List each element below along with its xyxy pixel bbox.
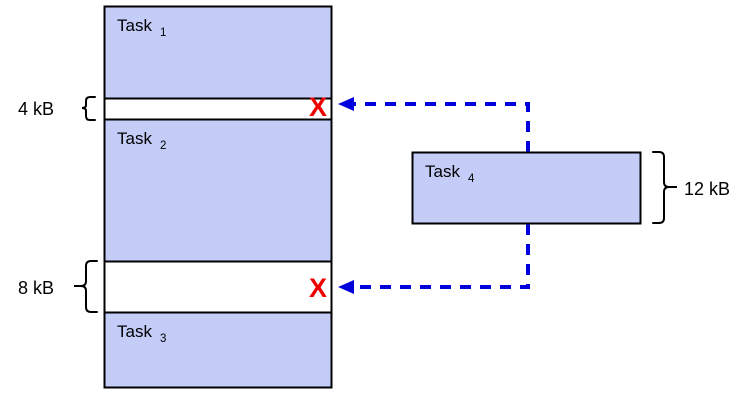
arrow-to-gap1-path — [348, 102, 530, 152]
task4-label: Task — [425, 162, 460, 181]
gap1-rect[interactable] — [103, 97, 333, 121]
gap1-size-label: 4 kB — [18, 99, 54, 119]
x-mark-gap2-icon: X — [309, 273, 327, 303]
task4-size-label: 12 kB — [684, 179, 730, 199]
task3-label: Task — [117, 322, 152, 341]
memory-block-task1[interactable]: Task 1 — [103, 5, 333, 100]
task2-subscript: 2 — [160, 140, 166, 152]
task3-rect[interactable] — [103, 311, 333, 389]
gap2-size-label: 8 kB — [18, 278, 54, 298]
task3-subscript: 3 — [160, 333, 166, 345]
task1-rect[interactable] — [103, 5, 333, 100]
memory-block-gap1[interactable] — [103, 97, 333, 121]
arrow-to-gap2-path — [348, 224, 530, 289]
x-mark-gap2: X — [309, 273, 327, 303]
task4-subscript: 4 — [468, 173, 475, 185]
gap1-size-annotation: 4 kB — [18, 96, 96, 121]
gap1-brace-icon — [81, 96, 96, 121]
arrow-to-gap2 — [338, 224, 530, 294]
task1-subscript: 1 — [160, 27, 166, 39]
x-mark-gap1-icon: X — [309, 92, 327, 122]
arrow-to-gap2-head-icon — [338, 280, 354, 294]
task4-size-annotation: 12 kB — [652, 151, 730, 224]
x-mark-gap1: X — [309, 92, 327, 122]
gap2-size-annotation: 8 kB — [18, 260, 98, 313]
task4-block[interactable]: Task 4 — [411, 151, 642, 225]
task4-rect[interactable] — [411, 151, 642, 225]
task1-label: Task — [117, 16, 152, 35]
arrow-to-gap1 — [338, 97, 530, 152]
gap2-brace-icon — [80, 260, 98, 313]
memory-block-gap2[interactable] — [103, 260, 333, 314]
task2-rect[interactable] — [103, 118, 333, 263]
memory-block-task2[interactable]: Task 2 — [103, 118, 333, 263]
gap2-rect[interactable] — [103, 260, 333, 314]
task4-brace-icon — [652, 151, 670, 224]
task2-label: Task — [117, 129, 152, 148]
arrow-to-gap1-head-icon — [338, 97, 354, 111]
memory-block-task3[interactable]: Task 3 — [103, 311, 333, 389]
